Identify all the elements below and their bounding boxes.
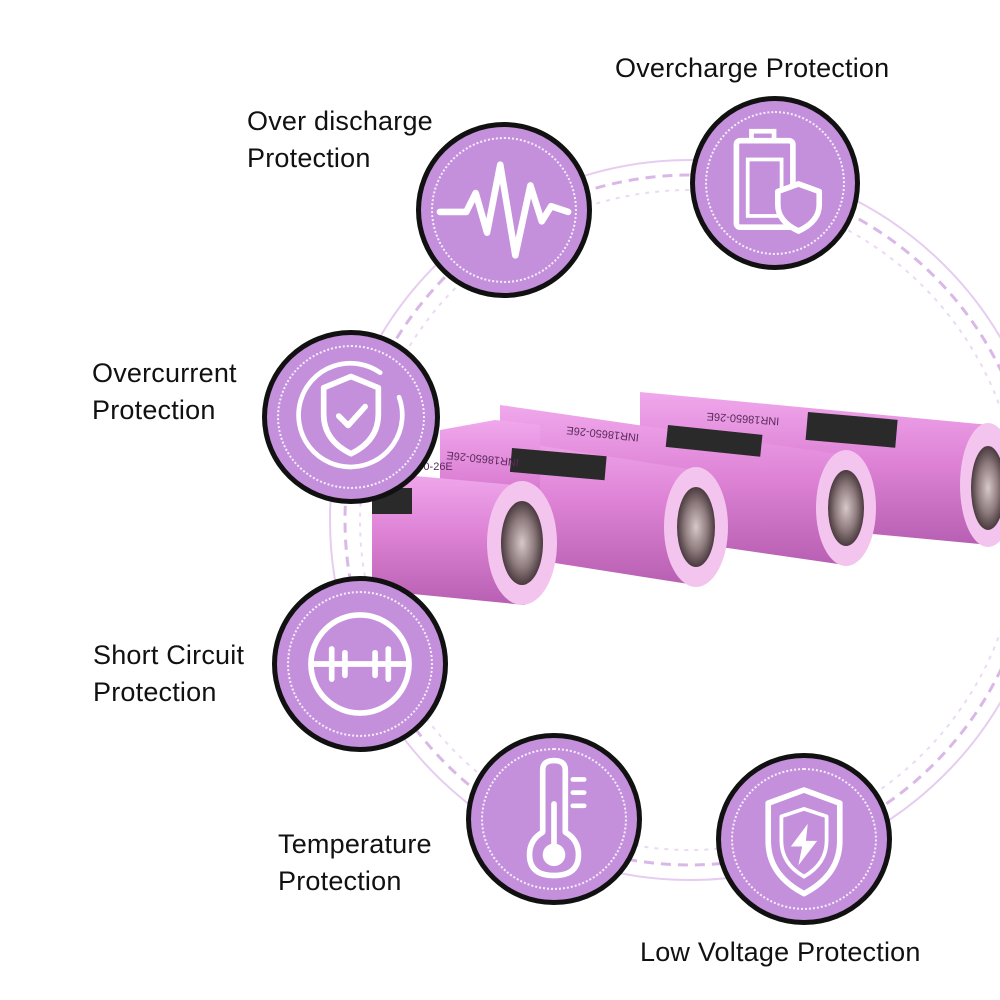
label-short-circuit: Short Circuit Protection — [93, 637, 244, 711]
battery-shield-icon — [733, 128, 823, 234]
label-temperature: Temperature Protection — [278, 826, 432, 900]
badge-short-circuit — [272, 576, 448, 752]
label-line: Low Voltage Protection — [640, 937, 921, 967]
badge-ring — [431, 137, 577, 283]
battery-print-4: INR18650-26E — [706, 410, 779, 427]
badge-ring — [481, 748, 627, 890]
battery-1: INR18650-26E — [372, 461, 557, 605]
shield-check-icon — [296, 360, 405, 470]
label-overcharge: Overcharge Protection — [615, 50, 889, 87]
label-line: Overcurrent — [92, 358, 237, 388]
badge-temperature — [466, 733, 642, 905]
short-circuit-icon — [308, 612, 412, 716]
label-line: Protection — [93, 677, 217, 707]
badge-low-voltage — [716, 753, 892, 925]
label-low-voltage: Low Voltage Protection — [640, 934, 921, 971]
badge-overcharge — [690, 96, 860, 270]
badge-over-discharge — [416, 122, 592, 298]
label-line: Overcharge Protection — [615, 53, 890, 83]
badge-ring — [277, 345, 425, 489]
label-line: Protection — [278, 866, 402, 896]
label-line: Protection — [92, 395, 216, 425]
badge-ring — [705, 111, 845, 255]
thermometer-icon — [526, 757, 587, 879]
badge-ring — [731, 768, 877, 910]
label-line: Short Circuit — [93, 640, 245, 670]
label-line: Temperature — [278, 829, 432, 859]
badge-ring — [287, 591, 433, 737]
badge-overcurrent — [262, 330, 440, 504]
label-over-discharge: Over discharge Protection — [247, 103, 433, 177]
waveform-icon — [436, 161, 572, 259]
label-overcurrent: Overcurrent Protection — [92, 355, 237, 429]
label-line: Protection — [247, 143, 371, 173]
shield-lightning-icon — [765, 787, 843, 897]
label-line: Over discharge — [247, 106, 433, 136]
